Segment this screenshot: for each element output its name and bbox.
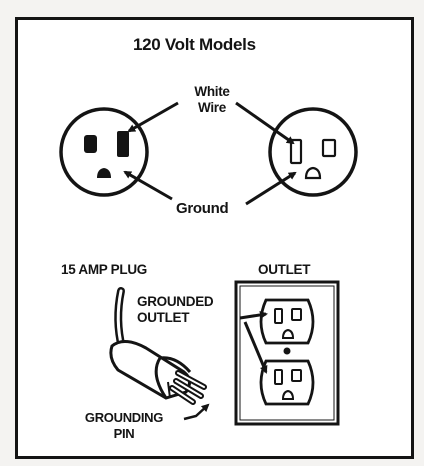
- grounding-pin-arrow: [183, 403, 210, 421]
- grounded-outlet-label-line1: GROUNDED: [137, 294, 214, 309]
- grounded-outlet-arrow-bottom: [243, 321, 268, 374]
- grounding-pin-label: GROUNDING PIN: [72, 410, 176, 442]
- wall-outlet: [234, 280, 340, 426]
- grounding-pin-label-line1: GROUNDING: [84, 410, 164, 425]
- plug-label: 15 AMP PLUG: [61, 262, 147, 277]
- outlet-label: OUTLET: [258, 262, 311, 277]
- white-wire-label-line2: Wire: [198, 100, 226, 115]
- grounded-outlet-label: GROUNDED OUTLET: [137, 294, 214, 326]
- hot-slot-right: [321, 138, 337, 158]
- neutral-slot-right: [289, 138, 303, 165]
- white-wire-arrow-left: [127, 101, 179, 133]
- outlet-screw: [283, 347, 291, 355]
- diagram-title: 120 Volt Models: [133, 35, 256, 54]
- outlet-receptacle-top: [259, 298, 315, 345]
- receptacle-face-left: [59, 107, 149, 197]
- plug-illustration: [109, 287, 207, 405]
- white-wire-arrow-right: [235, 101, 295, 145]
- white-wire-label: White Wire: [184, 84, 240, 116]
- ground-hole-left: [97, 168, 111, 178]
- diagram-frame: [15, 17, 414, 459]
- hot-slot-left: [117, 131, 129, 157]
- neutral-slot-left: [84, 135, 97, 153]
- outlet-receptacle-bottom: [259, 359, 315, 406]
- grounded-outlet-arrow-top: [239, 310, 268, 320]
- ground-arrow-right: [245, 171, 297, 206]
- ground-arrow-left: [123, 170, 173, 201]
- grounding-pin-label-line2: PIN: [113, 426, 135, 441]
- grounded-outlet-label-line2: OUTLET: [137, 310, 190, 325]
- white-wire-label-line1: White: [194, 84, 230, 99]
- ground-label: Ground: [176, 200, 229, 217]
- ground-hole-right: [304, 166, 322, 180]
